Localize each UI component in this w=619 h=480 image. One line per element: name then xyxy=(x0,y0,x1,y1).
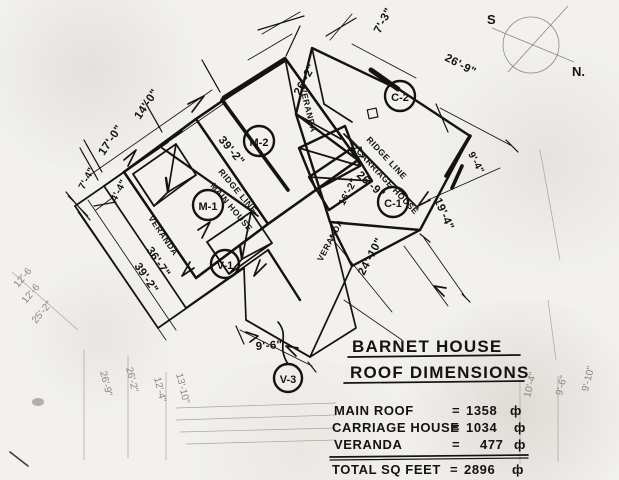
schedule-row-value: 1358 xyxy=(466,403,497,418)
drawing-subtitle: ROOF DIMENSIONS xyxy=(350,363,530,382)
roof-marker-label: M-1 xyxy=(199,201,218,213)
roof-marker-m1[interactable]: M-1 xyxy=(191,188,225,222)
pencil-note-13-10: 13'-10" xyxy=(173,372,191,405)
drawing-title: BARNET HOUSE xyxy=(352,337,502,356)
total-eq: = xyxy=(450,462,458,477)
roof-marker-v1[interactable]: V-1 xyxy=(209,248,241,280)
roof-marker-v3[interactable]: V-3 xyxy=(272,321,304,394)
compass-north-label: N. xyxy=(572,64,585,79)
ink-speck xyxy=(9,398,44,467)
roof-marker-label: M-2 xyxy=(250,137,269,149)
schedule-row-unit: ф xyxy=(510,403,522,418)
pencil-note-9-6: 9'-6" xyxy=(554,374,570,396)
compass-rose xyxy=(491,5,575,74)
schedule-row-value: 477 xyxy=(480,437,504,452)
dimension-26-9-upper: 26'-9" xyxy=(443,52,478,78)
area-schedule: MAIN ROOF = 1358 ф CARRIAGE HOUSE = 1034… xyxy=(332,403,526,452)
dimension-arrows xyxy=(123,95,447,357)
roof-vent-symbol xyxy=(351,107,379,159)
dimension-7-4: 7'-4" xyxy=(77,166,98,192)
carriage-house-outline xyxy=(294,46,472,268)
carriage-hip-symbol xyxy=(297,124,362,192)
schedule-row-eq: = xyxy=(452,403,460,418)
dimension-9-6: 9'-6" xyxy=(255,339,283,353)
schedule-row-unit: ф xyxy=(514,420,526,435)
schedule-row-eq: = xyxy=(452,420,460,435)
schedule-row-unit: ф xyxy=(514,437,526,452)
dimension-9-4: 9'-4" xyxy=(465,150,486,176)
roof-marker-c2[interactable]: C-2 xyxy=(383,79,417,113)
roof-marker-m2[interactable]: M-2 xyxy=(242,124,276,158)
dimension-19-4: 19'-4" xyxy=(431,196,456,232)
schedule-row-eq: = xyxy=(452,437,460,452)
total-unit: ф xyxy=(512,462,524,477)
total-label: TOTAL SQ FEET xyxy=(332,462,441,477)
pencil-note-12-4: 12'-4" xyxy=(151,376,168,404)
hip-roof-symbol-lower xyxy=(206,211,273,275)
dimension-ticks xyxy=(65,15,519,373)
area-schedule-total: TOTAL SQ FEET = 2896 ф xyxy=(332,462,524,477)
roof-marker-label: V-3 xyxy=(280,374,297,386)
schedule-row-label: VERANDA xyxy=(334,437,402,452)
title-block: BARNET HOUSE ROOF DIMENSIONS MAIN ROOF =… xyxy=(329,337,530,477)
dimension-17-0: 17'-0" xyxy=(97,123,126,158)
dimension-24-10: 24'-10" xyxy=(356,236,386,277)
dimension-7-3: 7'-3" xyxy=(372,6,395,35)
dimension-39-2-main: 39'-2" xyxy=(216,134,247,167)
dimension-4-4: 4'-4" xyxy=(109,178,130,204)
hip-roof-symbol-upper xyxy=(132,143,197,207)
compass-south-label: S xyxy=(487,12,496,27)
pencil-note-26-9: 26'-9" xyxy=(97,370,114,398)
pencil-note-25-2: 25'-2" xyxy=(30,299,55,326)
pencil-note-26-2: 26'-2" xyxy=(123,366,140,394)
pencil-note-9-10: 9'-10" xyxy=(580,365,597,393)
roof-marker-c1[interactable]: C-1 xyxy=(376,185,410,219)
dimension-14-0: 14'-0" xyxy=(133,87,162,122)
roof-marker-label: C-1 xyxy=(384,198,402,210)
roof-marker-label: V-1 xyxy=(217,260,234,272)
dimension-26-2: 26'-2" xyxy=(292,62,318,97)
schedule-row-label: CARRIAGE HOUSE xyxy=(332,420,460,435)
schedule-row-label: MAIN ROOF xyxy=(334,403,414,418)
total-value: 2896 xyxy=(464,462,495,477)
roof-marker-label: C-2 xyxy=(391,92,409,104)
main-ridge-line xyxy=(161,147,259,217)
faint-pencil-rules xyxy=(11,149,561,464)
veranda-outline-lower xyxy=(243,221,357,358)
schedule-row-value: 1034 xyxy=(466,420,497,435)
